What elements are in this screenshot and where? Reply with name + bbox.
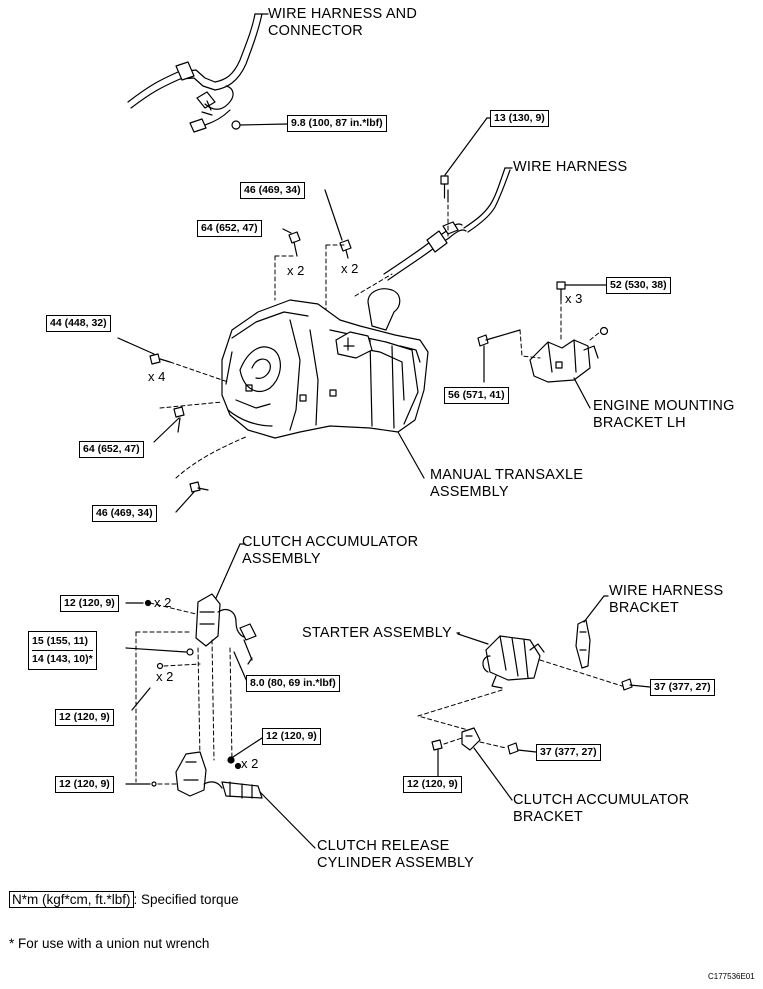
- torque-box-left-44: 44 (448, 32): [46, 315, 111, 332]
- engine-mounting-bracket-drawing: [529, 339, 599, 383]
- torque-box-harness: 13 (130, 9): [490, 110, 549, 127]
- label-engine-mounting-bracket: ENGINE MOUNTING BRACKET LH: [593, 398, 735, 432]
- label-line: STARTER ASSEMBLY: [302, 625, 452, 641]
- bolt-icon: [621, 678, 651, 691]
- bolt-icon: [189, 481, 209, 493]
- torque-box-connector: 9.8 (100, 87 in.*lbf): [287, 115, 387, 132]
- label-line: CLUTCH ACCUMULATOR: [513, 792, 690, 808]
- bolt-icon: [507, 742, 537, 755]
- torque-box-acc-12b: 12 (120, 9): [55, 709, 114, 726]
- torque-box-mount-52: 52 (530, 38): [606, 277, 671, 294]
- multiplier-top46: x 2: [341, 261, 359, 276]
- bolt-icon: [151, 781, 157, 787]
- torque-box-cyl-12c: 12 (120, 9): [262, 728, 321, 745]
- label-line: CLUTCH ACCUMULATOR: [242, 534, 419, 550]
- torque-legend: N*m (kgf*cm, ft.*lbf): Specified torque: [9, 891, 239, 908]
- label-line: CYLINDER ASSEMBLY: [317, 855, 475, 871]
- torque-line: 14 (143, 10)*: [32, 650, 93, 668]
- label-wire-harness-connector: WIRE HARNESS AND CONNECTOR: [268, 6, 417, 40]
- nut-icon: [599, 326, 609, 336]
- label-line: MANUAL TRANSAXLE: [430, 467, 584, 483]
- label-starter-assembly: STARTER ASSEMBLY -: [302, 625, 461, 641]
- label-line: BRACKET LH: [593, 415, 686, 431]
- torque-box-mount-56: 56 (571, 41): [444, 387, 509, 404]
- torque-box-top-46: 46 (469, 34): [240, 182, 305, 199]
- label-wire-harness-bracket: WIRE HARNESS BRACKET: [609, 583, 723, 617]
- torque-box-acc-12a: 12 (120, 9): [60, 595, 119, 612]
- unit-box: N*m (kgf*cm, ft.*lbf): [9, 891, 134, 908]
- torque-box-cyl-12d: 12 (120, 9): [55, 776, 114, 793]
- label-line: ENGINE MOUNTING: [593, 398, 735, 414]
- bolt-icon: [477, 329, 521, 347]
- bolt-icon: [288, 231, 301, 257]
- bolt-icon: [339, 239, 352, 259]
- starter-assembly-drawing: [482, 635, 545, 689]
- label-line: BRACKET: [513, 809, 583, 825]
- multiplier-acc12a: x 2: [154, 595, 172, 610]
- multiplier-top64: x 2: [287, 263, 305, 278]
- bolt-icon: [440, 175, 449, 199]
- nut-icon: [231, 120, 241, 130]
- wire-harness-drawing: [383, 167, 511, 281]
- label-line: WIRE HARNESS AND: [268, 6, 418, 22]
- multiplier-left44: x 4: [148, 369, 166, 384]
- torque-box-left-64: 64 (652, 47): [79, 441, 144, 458]
- clutch-accumulator-bracket-drawing: [461, 727, 481, 751]
- unit-text: : Specified torque: [133, 892, 239, 907]
- label-clutch-release-cylinder: CLUTCH RELEASE CYLINDER ASSEMBLY: [317, 838, 474, 872]
- label-line: ASSEMBLY: [242, 551, 321, 567]
- footnote: * For use with a union nut wrench: [9, 936, 210, 951]
- torque-box-top-64: 64 (652, 47): [197, 220, 262, 237]
- bolt-icon: [149, 353, 171, 365]
- label-line: BRACKET: [609, 600, 679, 616]
- torque-box-bracket-12e: 12 (120, 9): [403, 776, 462, 793]
- wire-harness-connector-drawing: [127, 13, 263, 133]
- bolt-icon: [227, 756, 235, 764]
- multiplier-acc12b: x 2: [156, 669, 174, 684]
- bolt-icon: [431, 739, 443, 777]
- label-manual-transaxle: MANUAL TRANSAXLE ASSEMBLY: [430, 467, 583, 501]
- label-line: CLUTCH RELEASE: [317, 838, 450, 854]
- multiplier-mount52: x 3: [565, 291, 583, 306]
- label-line: WIRE HARNESS: [609, 583, 724, 599]
- label-wire-harness: WIRE HARNESS: [513, 159, 628, 175]
- bolt-icon: [234, 762, 242, 770]
- manual-transaxle-drawing: [221, 288, 429, 439]
- torque-box-acc-15-14: 15 (155, 11) 14 (143, 10)*: [28, 631, 97, 670]
- label-line: CONNECTOR: [268, 23, 363, 39]
- bolt-icon: [156, 662, 164, 670]
- bolt-icon: [173, 406, 185, 433]
- torque-box-bottom-46: 46 (469, 34): [92, 505, 157, 522]
- clutch-accumulator-drawing: [195, 593, 257, 665]
- multiplier-cyl12: x 2: [241, 756, 259, 771]
- torque-box-starter-37b: 37 (377, 27): [536, 744, 601, 761]
- clutch-release-cylinder-drawing: [175, 751, 263, 799]
- bolt-icon: [556, 281, 566, 301]
- torque-box-pipe-80: 8.0 (80, 69 in.*lbf): [246, 675, 340, 692]
- label-clutch-accumulator: CLUTCH ACCUMULATOR ASSEMBLY: [242, 534, 418, 568]
- label-clutch-accumulator-bracket: CLUTCH ACCUMULATOR BRACKET: [513, 792, 689, 826]
- figure-code: C177536E01: [708, 972, 755, 981]
- torque-box-starter-37a: 37 (377, 27): [650, 679, 715, 696]
- torque-line: 15 (155, 11): [32, 635, 89, 647]
- bolt-icon: [186, 648, 194, 656]
- label-line: ASSEMBLY: [430, 484, 509, 500]
- wire-harness-bracket-drawing: [575, 619, 591, 669]
